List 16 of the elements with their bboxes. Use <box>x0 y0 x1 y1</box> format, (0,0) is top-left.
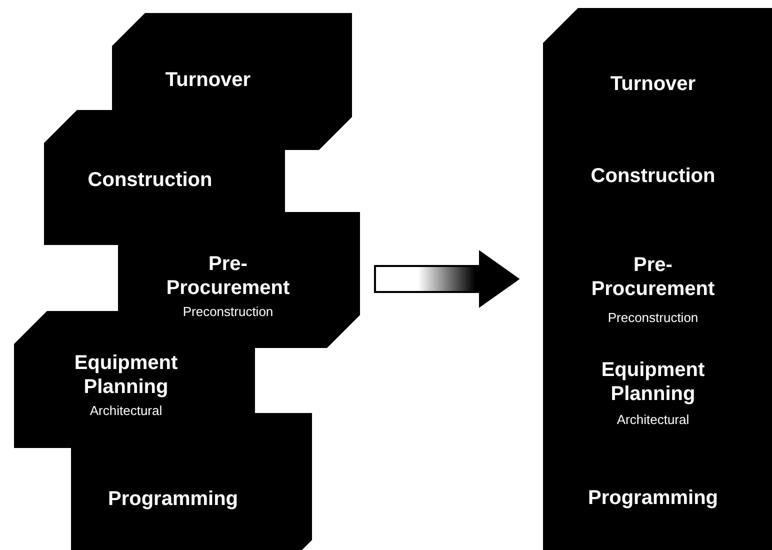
phase-label: Equipment Planning <box>73 351 179 399</box>
phase-sublabel: Preconstruction <box>608 310 698 326</box>
phase-label: Pre- Procurement <box>165 252 291 300</box>
phase-label: Pre- Procurement <box>590 253 716 301</box>
phase-label: Programming <box>586 486 720 510</box>
phase-label: Turnover <box>164 68 252 92</box>
phase-sublabel: Architectural <box>90 403 162 419</box>
phase-block <box>543 8 772 550</box>
phase-sublabel: Preconstruction <box>182 304 274 320</box>
phase-label: Construction <box>590 164 716 188</box>
phase-label: Turnover <box>609 72 697 96</box>
phase-label: Equipment Planning <box>600 358 706 406</box>
block-arrow <box>374 250 520 308</box>
phase-sublabel: Architectural <box>616 412 690 428</box>
phase-label: Construction <box>86 168 214 192</box>
phase-label: Programming <box>106 487 240 511</box>
